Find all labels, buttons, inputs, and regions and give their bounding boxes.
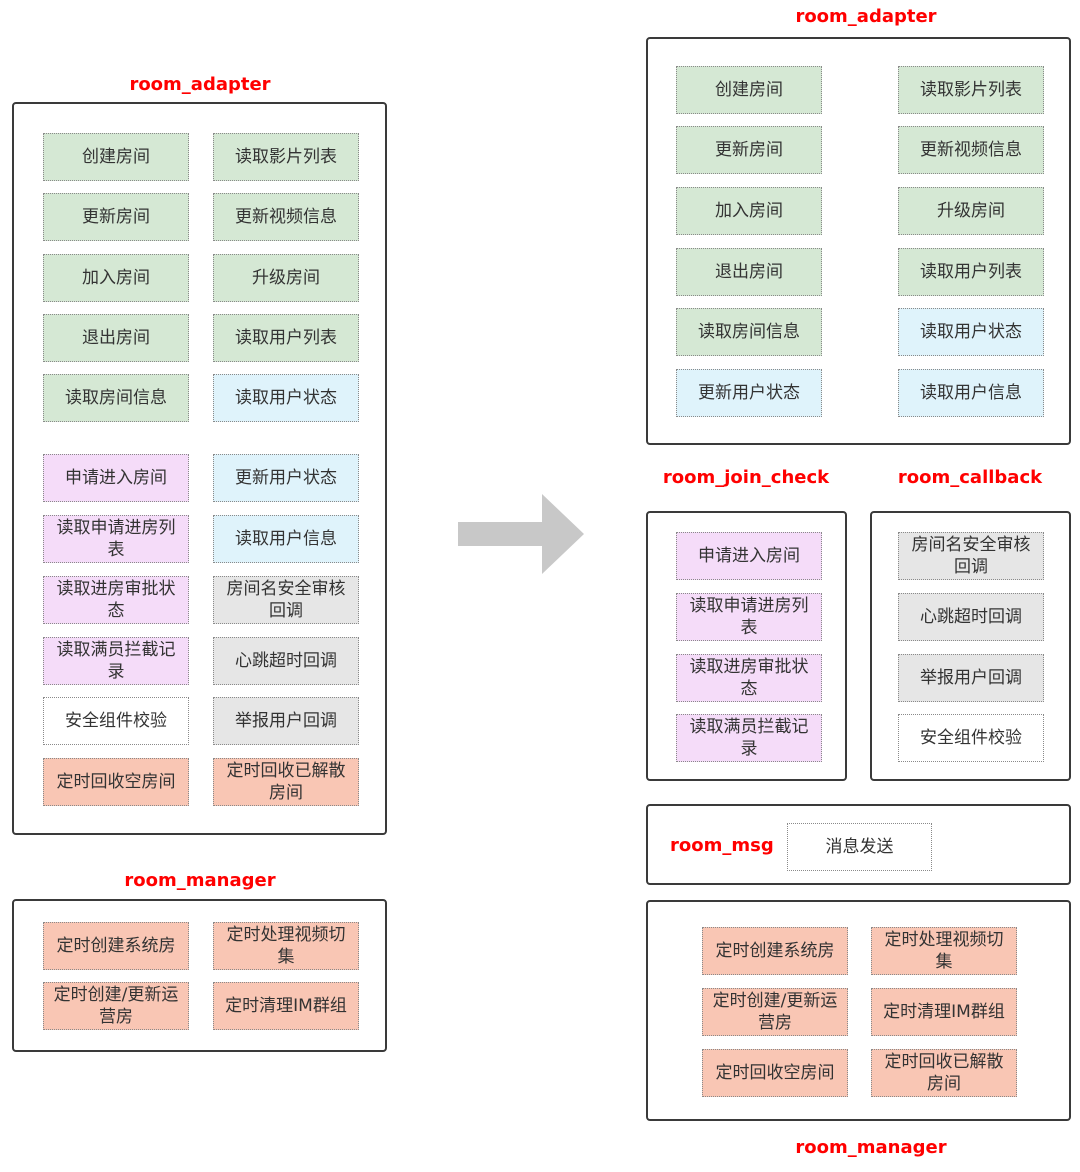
module-box: 更新用户状态 [213, 454, 359, 502]
module-box: 申请进入房间 [43, 454, 189, 502]
module-box: 读取进房审批状态 [676, 654, 822, 702]
module-box: 消息发送 [787, 823, 932, 871]
module-box: 定时创建系统房 [43, 922, 189, 970]
left-adapter-title: room_adapter [129, 74, 271, 95]
module-box: 心跳超时回调 [213, 637, 359, 685]
module-box: 更新房间 [676, 126, 822, 174]
module-box: 读取满员拦截记录 [676, 714, 822, 762]
left-manager-title: room_manager [124, 870, 276, 891]
right-manager-title: room_manager [795, 1137, 947, 1158]
module-box: 定时创建系统房 [702, 927, 848, 975]
module-box: 升级房间 [213, 254, 359, 302]
transition-arrow-icon [458, 494, 584, 574]
module-box: 更新房间 [43, 193, 189, 241]
module-box: 读取申请进房列表 [676, 593, 822, 641]
module-box: 升级房间 [898, 187, 1044, 235]
module-box: 读取用户列表 [898, 248, 1044, 296]
module-box: 定时清理IM群组 [213, 982, 359, 1030]
module-box: 读取用户状态 [898, 308, 1044, 356]
module-box: 读取进房审批状态 [43, 576, 189, 624]
module-box: 创建房间 [43, 133, 189, 181]
module-box: 读取满员拦截记录 [43, 637, 189, 685]
right-msg-title: room_msg [670, 835, 774, 856]
module-box: 定时回收已解散房间 [213, 758, 359, 806]
module-box: 读取房间信息 [676, 308, 822, 356]
module-box: 举报用户回调 [898, 654, 1044, 702]
module-box: 读取用户列表 [213, 314, 359, 362]
module-box: 申请进入房间 [676, 532, 822, 580]
module-box: 定时回收空房间 [43, 758, 189, 806]
module-box: 更新视频信息 [898, 126, 1044, 174]
module-box: 定时处理视频切集 [213, 922, 359, 970]
module-box: 更新视频信息 [213, 193, 359, 241]
module-box: 更新用户状态 [676, 369, 822, 417]
module-box: 读取用户信息 [213, 515, 359, 563]
right-callback-title: room_callback [897, 467, 1043, 488]
module-box: 定时处理视频切集 [871, 927, 1017, 975]
module-box: 房间名安全审核回调 [898, 532, 1044, 580]
module-box: 安全组件校验 [898, 714, 1044, 762]
module-box: 读取影片列表 [898, 66, 1044, 114]
module-box: 安全组件校验 [43, 697, 189, 745]
module-box: 读取用户状态 [213, 374, 359, 422]
module-box: 定时创建/更新运营房 [702, 988, 848, 1036]
module-box: 定时清理IM群组 [871, 988, 1017, 1036]
module-box: 退出房间 [43, 314, 189, 362]
module-box: 读取用户信息 [898, 369, 1044, 417]
module-box: 创建房间 [676, 66, 822, 114]
module-box: 定时回收已解散房间 [871, 1049, 1017, 1097]
module-box: 读取影片列表 [213, 133, 359, 181]
right-adapter-title: room_adapter [795, 6, 937, 27]
module-box: 加入房间 [43, 254, 189, 302]
right-join-check-title: room_join_check [662, 467, 830, 488]
module-box: 定时回收空房间 [702, 1049, 848, 1097]
module-box: 举报用户回调 [213, 697, 359, 745]
module-box: 心跳超时回调 [898, 593, 1044, 641]
module-box: 退出房间 [676, 248, 822, 296]
module-box: 读取申请进房列表 [43, 515, 189, 563]
module-box: 房间名安全审核回调 [213, 576, 359, 624]
module-box: 定时创建/更新运营房 [43, 982, 189, 1030]
module-box: 读取房间信息 [43, 374, 189, 422]
module-box: 加入房间 [676, 187, 822, 235]
